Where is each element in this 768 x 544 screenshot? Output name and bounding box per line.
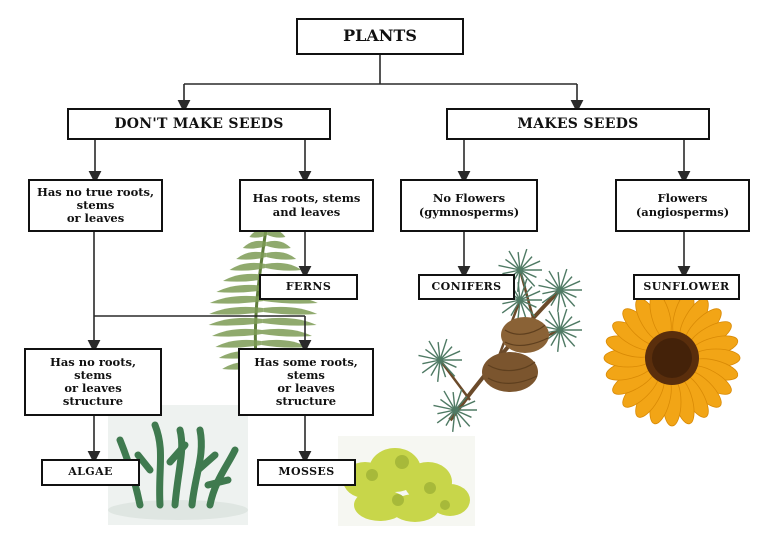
line-3: or leaves	[67, 212, 124, 225]
line-1: Has roots, stems	[253, 192, 361, 205]
line-1: No Flowers	[433, 192, 505, 205]
line-1: Has no roots,	[50, 356, 136, 369]
node-sunflower: SUNFLOWER	[633, 274, 740, 300]
line-4: structure	[276, 395, 336, 408]
node-algae: ALGAE	[41, 459, 140, 486]
node-makes-seeds: MAKES SEEDS	[446, 108, 710, 140]
node-dont-make-seeds: DON'T MAKE SEEDS	[67, 108, 331, 140]
line-2: (gymnosperms)	[419, 206, 519, 219]
line-2: and leaves	[273, 206, 340, 219]
node-no-true-roots: Has no true roots, stems or leaves	[28, 179, 163, 232]
line-4: structure	[63, 395, 123, 408]
node-conifers: CONIFERS	[418, 274, 515, 300]
node-mosses: MOSSES	[257, 459, 356, 486]
node-ferns: FERNS	[259, 274, 358, 300]
line-1: Has some roots,	[254, 356, 358, 369]
line-2: (angiosperms)	[636, 206, 729, 219]
node-some-roots-structure: Has some roots, stems or leaves structur…	[238, 348, 374, 416]
node-no-roots-structure: Has no roots, stems or leaves structure	[24, 348, 162, 416]
node-flowers: Flowers (angiosperms)	[615, 179, 750, 232]
node-no-flowers: No Flowers (gymnosperms)	[400, 179, 538, 232]
node-has-roots: Has roots, stems and leaves	[239, 179, 374, 232]
node-plants: PLANTS	[296, 18, 464, 55]
line-1: Flowers	[658, 192, 708, 205]
line-1: Has no true roots,	[37, 186, 154, 199]
